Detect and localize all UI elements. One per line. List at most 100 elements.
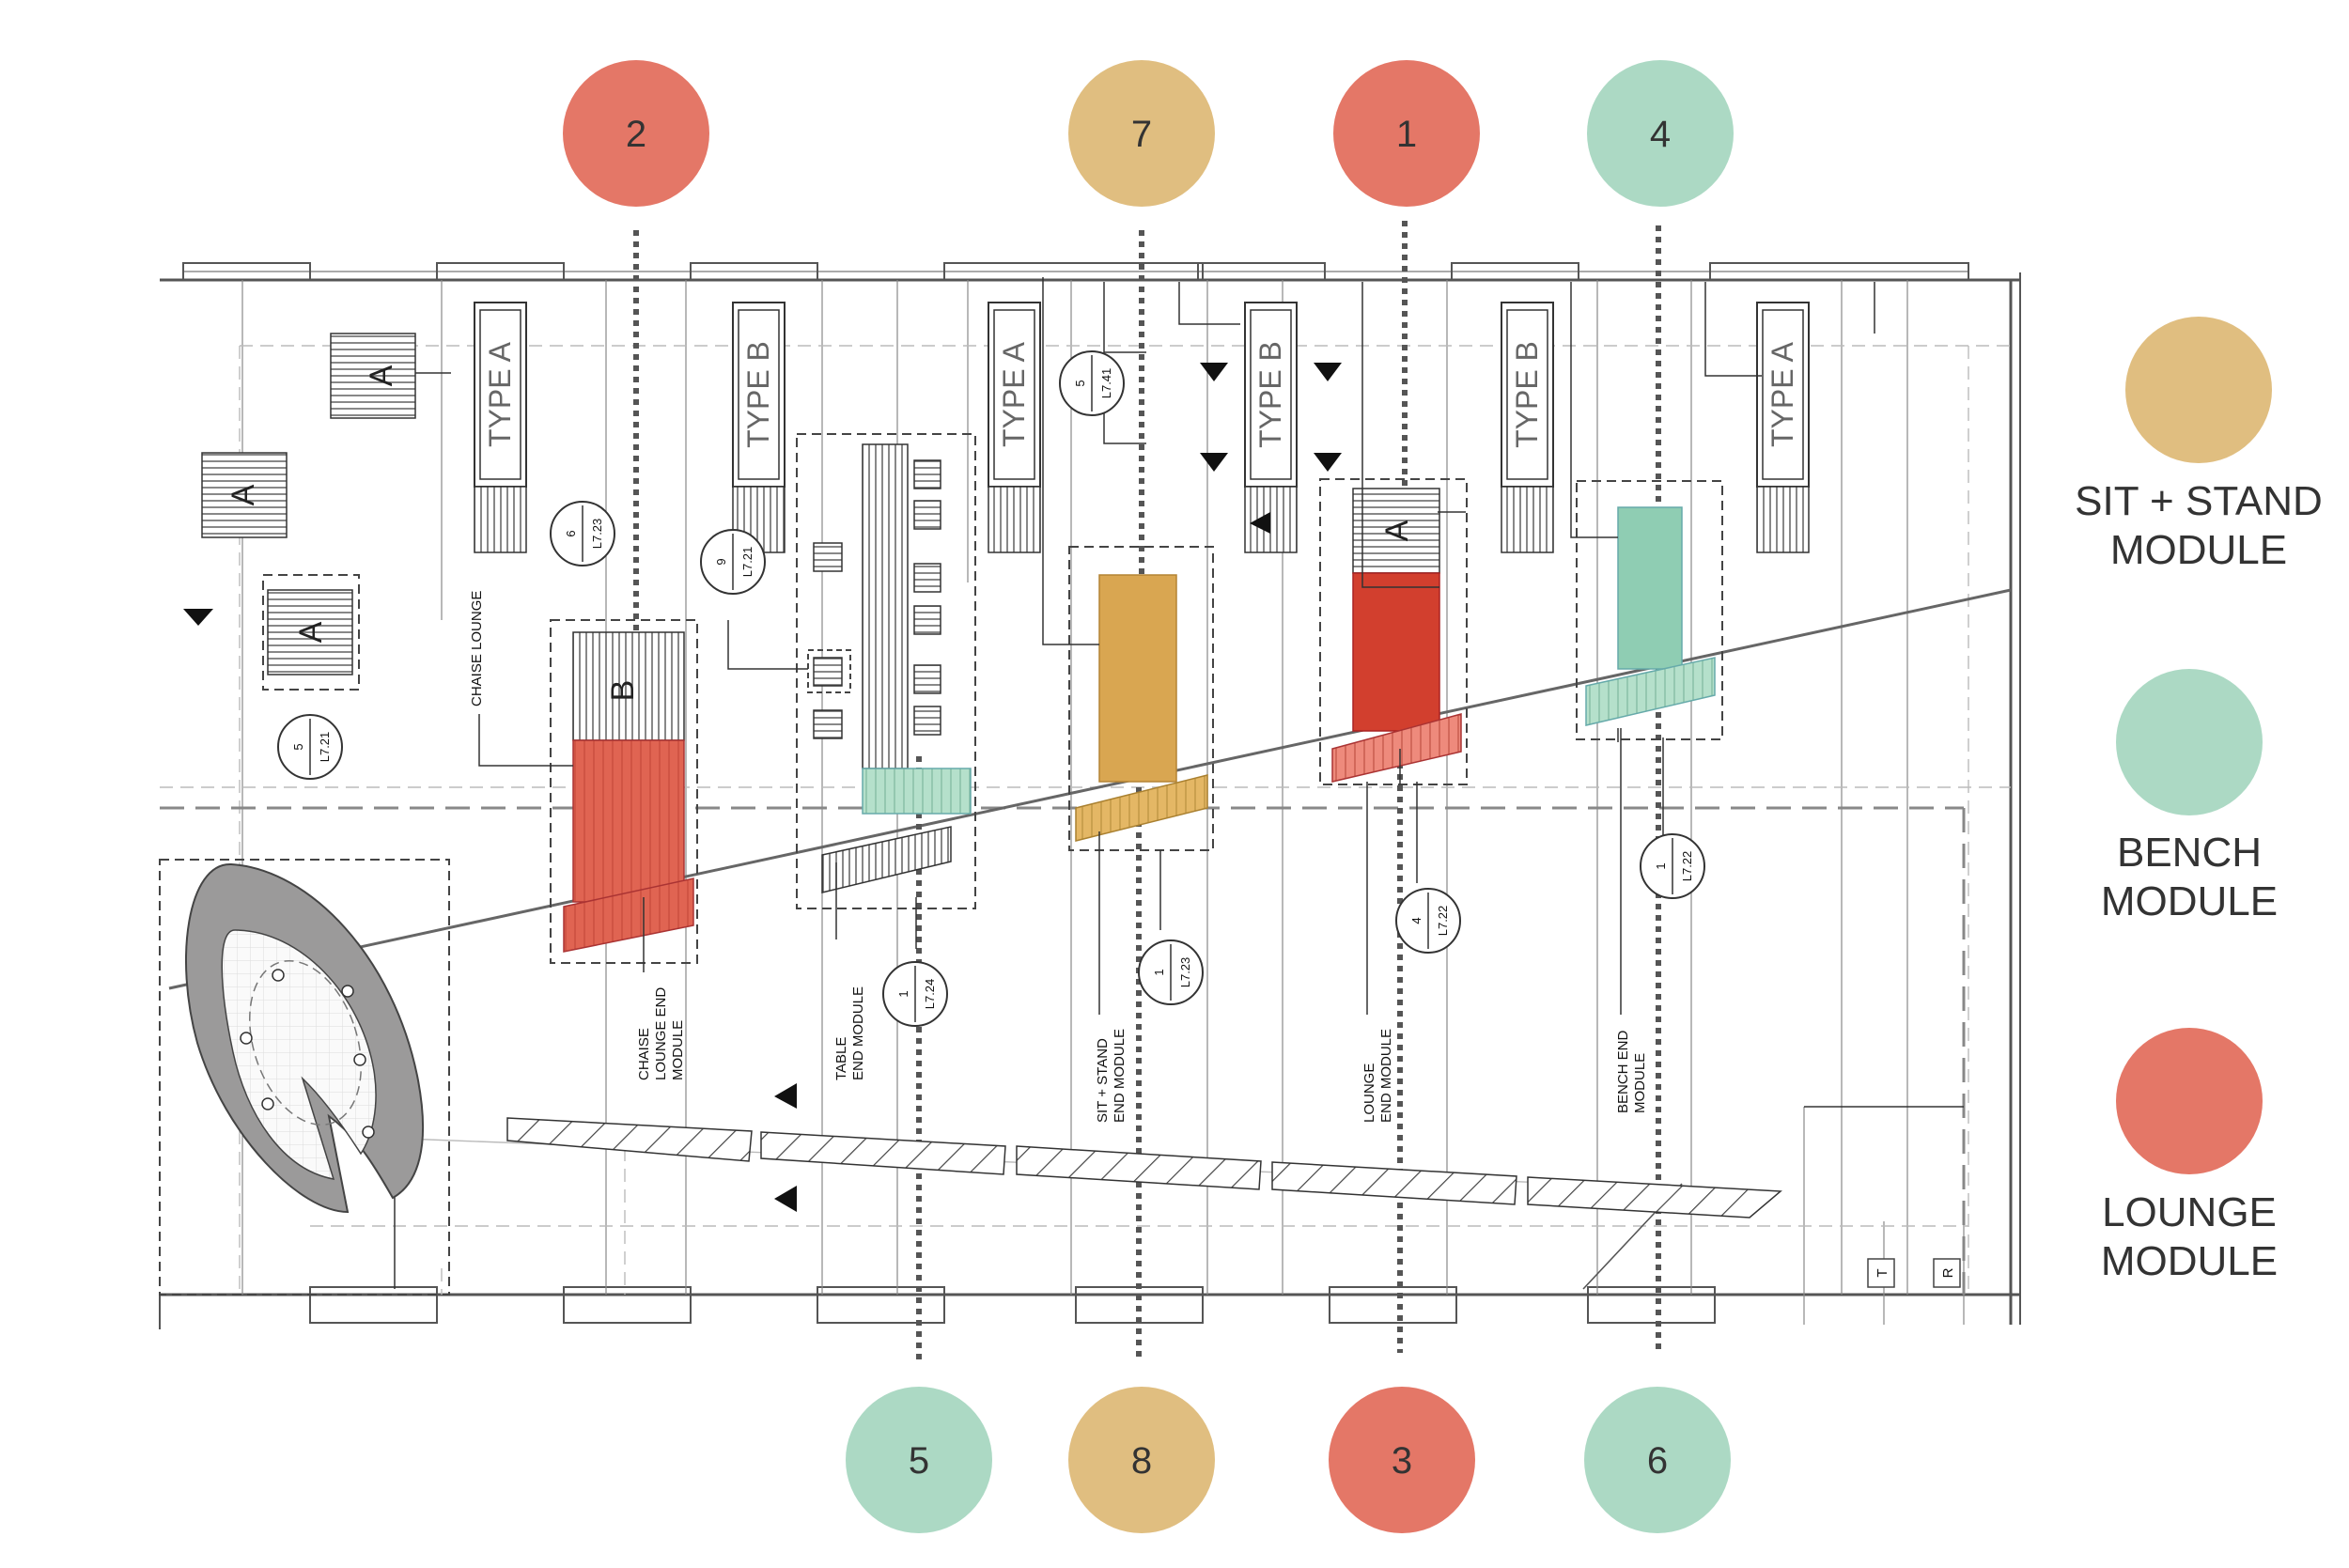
module-2-lounge: B — [550, 619, 698, 964]
detail-sheet: L7.24 — [923, 979, 937, 1010]
module-4-bench — [1576, 480, 1723, 740]
table-end-line-2: END MODULE — [850, 986, 866, 1080]
module-a-label: A — [293, 621, 329, 643]
callout-number: 6 — [1647, 1440, 1668, 1482]
stool — [813, 709, 843, 739]
type-bench: TYPE A — [1756, 302, 1810, 553]
legend-lounge-line-2: MODULE — [2101, 1238, 2278, 1284]
type-bench-label: TYPE B — [741, 341, 775, 448]
detail-sheet: L7.41 — [1099, 368, 1113, 399]
detail-reference: 1 L7.22 — [1640, 833, 1705, 899]
legend-sit-stand-line-2: MODULE — [2110, 527, 2287, 573]
module-a-squares: A A A — [201, 333, 451, 691]
stool — [913, 664, 941, 694]
detail-number: 5 — [291, 743, 305, 750]
type-bench-label: TYPE B — [1510, 341, 1544, 448]
detail-sheet: L7.22 — [1680, 851, 1694, 882]
legend-sit-stand-line-1: SIT + STAND — [2075, 478, 2323, 524]
module-1-lounge: A — [1319, 478, 1468, 785]
module-a-label: A — [364, 365, 399, 386]
lounge-end-line-1: LOUNGE — [1361, 1063, 1377, 1123]
type-bench: TYPE A — [988, 302, 1041, 553]
stool — [913, 500, 941, 530]
callout-number: 5 — [909, 1440, 929, 1482]
lounge-end-line-2: END MODULE — [1378, 1029, 1394, 1123]
stool — [913, 605, 941, 635]
direction-markers — [183, 363, 1342, 1212]
bench-end-line-1: BENCH END — [1615, 1030, 1631, 1113]
detail-sheet: L7.21 — [740, 547, 754, 578]
callout-number: 2 — [626, 114, 646, 155]
type-bench: TYPE B — [1244, 302, 1298, 553]
svg-text:LOUNGEEND MODULE: LOUNGEEND MODULE — [1361, 1029, 1394, 1123]
legend-swatch-lounge — [2116, 1028, 2263, 1174]
detail-number: 4 — [1409, 917, 1423, 924]
detail-sheet: L7.21 — [318, 732, 332, 763]
chaise-end-line-1: CHAISE — [636, 1028, 652, 1080]
t-marker: T — [1875, 1268, 1890, 1277]
type-benches: TYPE A TYPE B TYPE A TYPE B TYPE B TYPE A — [474, 302, 1810, 553]
callout-number: 4 — [1650, 114, 1671, 155]
type-bench: TYPE B — [1501, 302, 1554, 553]
planter-strip — [506, 1117, 1782, 1219]
legend-bench-line-1: BENCH — [2117, 830, 2262, 876]
type-bench-label: TYPE A — [997, 341, 1031, 447]
callout-number: 1 — [1396, 114, 1417, 155]
bench-end-line-2: MODULE — [1632, 1053, 1648, 1113]
callout-number: 3 — [1392, 1440, 1412, 1482]
stool — [913, 459, 941, 489]
svg-text:BENCH ENDMODULE: BENCH ENDMODULE — [1615, 1030, 1648, 1113]
chaise-end-line-3: MODULE — [670, 1020, 686, 1080]
stool — [813, 657, 843, 687]
detail-reference: 6 L7.23 — [550, 501, 615, 567]
type-bench: TYPE B — [732, 302, 786, 553]
legend-lounge-line-1: LOUNGE — [2102, 1189, 2277, 1235]
module-b-label: B — [605, 680, 641, 702]
detail-number: 1 — [1152, 969, 1166, 975]
detail-number: 5 — [1073, 380, 1087, 386]
table-module — [796, 433, 976, 909]
module-7-sit-stand — [1068, 546, 1214, 851]
svg-text:SIT + STANDEND MODULE: SIT + STANDEND MODULE — [1095, 1029, 1128, 1123]
oval-pavilion — [159, 859, 450, 1296]
legend-bench-line-2: MODULE — [2101, 878, 2278, 924]
stool — [813, 542, 843, 572]
chaise-end-line-2: LOUNGE END — [653, 987, 669, 1080]
detail-number: 1 — [1654, 862, 1668, 869]
svg-text:CHAISELOUNGE ENDMODULE: CHAISELOUNGE ENDMODULE — [636, 987, 686, 1080]
type-bench-label: TYPE A — [1766, 341, 1799, 447]
type-bench: TYPE A — [474, 302, 527, 553]
callout-number: 8 — [1131, 1440, 1152, 1482]
detail-reference: 9 L7.21 — [700, 529, 766, 595]
stool — [913, 706, 941, 736]
detail-sheet: L7.23 — [590, 519, 604, 550]
detail-number: 6 — [564, 530, 578, 536]
type-bench-label: TYPE A — [483, 341, 517, 447]
leader-lines — [394, 277, 1964, 1289]
svg-text:TABLEEND MODULE: TABLEEND MODULE — [833, 986, 866, 1080]
detail-number: 1 — [896, 990, 910, 997]
detail-reference: 5 L7.21 — [277, 714, 343, 780]
sitstand-end-line-1: SIT + STAND — [1095, 1038, 1111, 1123]
detail-reference: 5 L7.41 — [1059, 350, 1125, 416]
chaise-lounge-label: CHAISE LOUNGE — [469, 591, 485, 706]
sitstand-end-line-2: END MODULE — [1112, 1029, 1128, 1123]
callouts-top: 2 7 1 4 — [563, 60, 1734, 207]
type-bench-label: TYPE B — [1253, 341, 1287, 448]
callout-number: 7 — [1131, 114, 1152, 155]
callouts-bottom: 5 8 3 6 — [846, 1387, 1731, 1533]
stool — [913, 563, 941, 593]
table-end-line-1: TABLE — [833, 1037, 849, 1080]
detail-number: 9 — [714, 558, 728, 565]
r-marker: R — [1940, 1267, 1956, 1278]
module-a-label: A — [1379, 520, 1415, 541]
module-labels: CHAISE LOUNGE CHAISELOUNGE ENDMODULE TAB… — [469, 591, 1961, 1288]
legend-swatch-bench — [2116, 669, 2263, 815]
